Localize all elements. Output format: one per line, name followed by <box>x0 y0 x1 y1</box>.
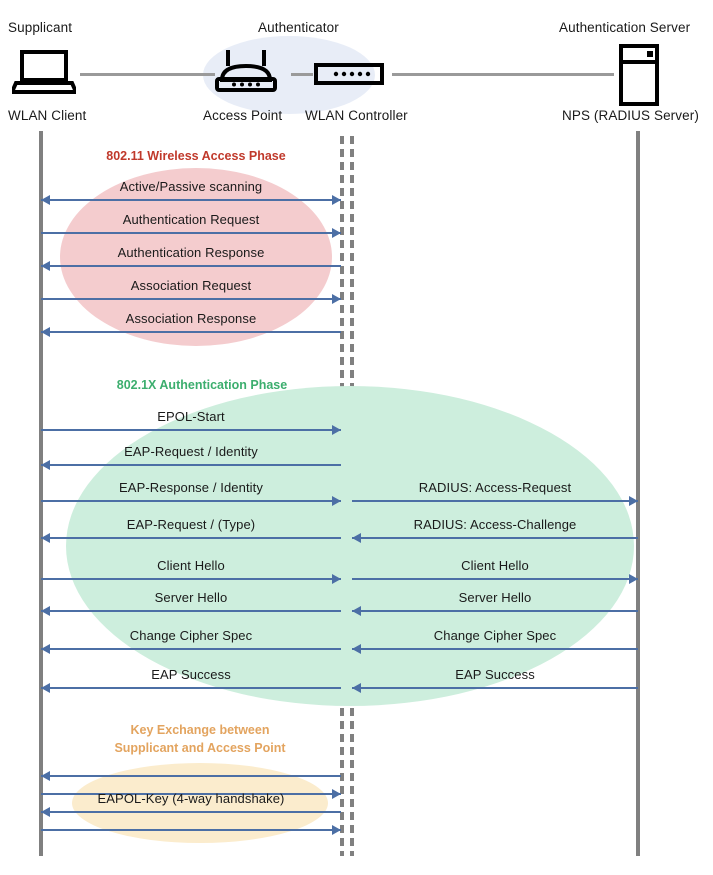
lifeline-supplicant <box>39 131 43 856</box>
phase-ellipse-wireless-access <box>60 168 332 346</box>
message-arrow-head-right <box>332 425 341 435</box>
phase-label-dot1x-authentication: 802.1X Authentication Phase <box>116 378 288 392</box>
actor-device-wlan-controller: WLAN Controller <box>305 108 408 123</box>
message-arrow-line <box>41 829 341 831</box>
actor-device-wlan-client: WLAN Client <box>8 108 87 123</box>
message-arrow-head-left <box>41 327 50 337</box>
message-arrow-line <box>352 537 638 539</box>
message-arrow-head-right <box>332 228 341 238</box>
message-arrow-line <box>41 331 341 333</box>
laptop-icon <box>8 50 80 99</box>
message-arrow-head-right <box>332 195 341 205</box>
actor-device-nps-radius: NPS (RADIUS Server) <box>562 108 699 123</box>
message-arrow-head-left <box>41 460 50 470</box>
message-arrow-line <box>41 500 341 502</box>
message-label: Server Hello <box>154 590 228 605</box>
message-arrow-head-right <box>332 789 341 799</box>
message-arrow-head-right <box>332 496 341 506</box>
lifeline-authentication-server <box>636 131 640 856</box>
message-arrow-line <box>41 232 341 234</box>
message-arrow-line <box>41 298 341 300</box>
message-label: EAP Success <box>455 667 535 682</box>
message-arrow-head-right <box>332 294 341 304</box>
message-arrow-head-left <box>41 261 50 271</box>
phase-label-wireless-access: 802.11 Wireless Access Phase <box>106 149 286 163</box>
message-arrow-line <box>41 687 341 689</box>
link-controller-to-server <box>392 73 614 76</box>
actor-role-authentication-server: Authentication Server <box>559 20 691 35</box>
message-label: RADIUS: Access-Request <box>418 480 572 495</box>
message-arrow-head-left <box>352 606 361 616</box>
message-label: EAP Success <box>151 667 231 682</box>
message-arrow-head-left <box>41 606 50 616</box>
message-arrow-line <box>352 578 638 580</box>
message-arrow-line <box>352 687 638 689</box>
wireless-router-icon <box>215 48 277 99</box>
message-arrow-line <box>41 648 341 650</box>
message-label: RADIUS: Access-Challenge <box>413 517 577 532</box>
message-arrow-line <box>352 500 638 502</box>
phase-label-key-exchange-line2: Supplicant and Access Point <box>114 741 286 755</box>
phase-label-key-exchange-line1: Key Exchange between <box>130 723 270 737</box>
message-label: Client Hello <box>461 558 529 573</box>
message-arrow-line <box>41 464 341 466</box>
message-arrow-line <box>352 648 638 650</box>
message-arrow-head-left <box>352 533 361 543</box>
message-label: Association Response <box>125 311 257 326</box>
message-label: Association Request <box>130 278 252 293</box>
actor-role-authenticator: Authenticator <box>258 20 339 35</box>
message-arrow-line <box>41 811 341 813</box>
message-arrow-head-right <box>629 574 638 584</box>
message-arrow-line <box>41 537 341 539</box>
message-label: EAPOL-Key (4-way handshake) <box>97 791 285 806</box>
message-arrow-head-left <box>41 807 50 817</box>
server-tower-icon <box>619 44 659 111</box>
message-arrow-head-left <box>352 683 361 693</box>
message-label: Authentication Response <box>117 245 265 260</box>
message-arrow-line <box>352 610 638 612</box>
message-arrow-head-left <box>41 533 50 543</box>
message-arrow-head-left <box>41 644 50 654</box>
message-arrow-head-left <box>41 683 50 693</box>
message-arrow-line <box>41 265 341 267</box>
message-label: Active/Passive scanning <box>119 179 263 194</box>
message-arrow-line <box>41 199 341 201</box>
link-client-to-ap <box>80 73 215 76</box>
message-arrow-head-left <box>41 771 50 781</box>
actor-role-supplicant: Supplicant <box>8 20 73 35</box>
message-arrow-line <box>41 578 341 580</box>
message-label: EPOL-Start <box>157 409 225 424</box>
message-arrow-line <box>41 775 341 777</box>
message-label: Change Cipher Spec <box>129 628 253 643</box>
message-arrow-head-left <box>352 644 361 654</box>
message-label: Authentication Request <box>122 212 260 227</box>
message-arrow-line <box>41 429 341 431</box>
message-label: Client Hello <box>157 558 225 573</box>
message-label: Server Hello <box>458 590 532 605</box>
message-arrow-head-left <box>41 195 50 205</box>
message-arrow-line <box>41 610 341 612</box>
message-label: EAP-Response / Identity <box>119 480 263 495</box>
message-label: Change Cipher Spec <box>433 628 557 643</box>
message-arrow-head-right <box>629 496 638 506</box>
message-arrow-head-right <box>332 825 341 835</box>
message-label: EAP-Request / (Type) <box>126 517 256 532</box>
network-switch-icon <box>314 63 384 90</box>
authenticator-group-highlight <box>203 36 375 114</box>
link-ap-to-controller <box>291 73 313 76</box>
message-label: EAP-Request / Identity <box>124 444 258 459</box>
actor-device-access-point: Access Point <box>203 108 283 123</box>
phase-ellipse-dot1x-authentication <box>66 386 634 706</box>
message-arrow-head-right <box>332 574 341 584</box>
message-arrow-line <box>41 793 341 795</box>
